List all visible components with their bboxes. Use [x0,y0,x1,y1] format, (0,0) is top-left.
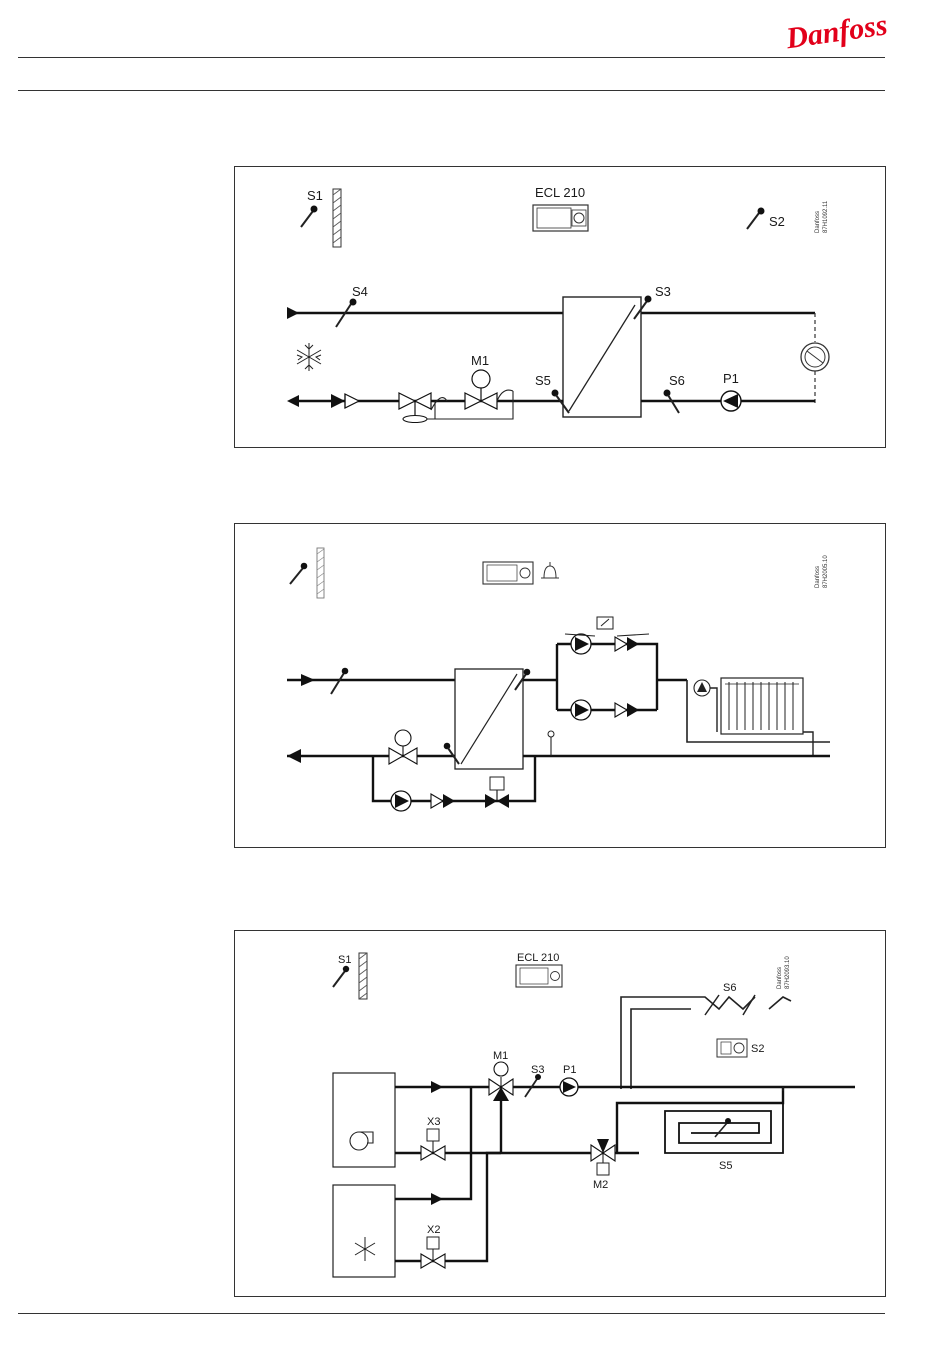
chiller-unit [333,1185,395,1277]
drawing-code-brand: Danfoss [815,211,821,233]
room-sensor-s2 [747,208,765,230]
mixing-valve-m1 [489,1062,513,1101]
danfoss-logo: Danfoss [782,8,890,52]
outdoor-sensor [290,563,307,584]
check-valve-icon [331,394,359,408]
svg-text:Danfoss: Danfoss [783,8,889,52]
return-arrow-icon [287,395,299,407]
pump-lower [571,700,591,720]
heat-exchanger-icon [455,669,523,769]
drawing-code-number: 87H1092.11 [823,200,829,233]
bypass-check-valve [431,794,455,808]
pump-p1 [560,1078,578,1096]
controller-icon [516,965,562,987]
outdoor-sensor-s1 [333,966,349,987]
label-p1: P1 [563,1064,576,1076]
label-m1: M1 [493,1050,508,1062]
label-m2: M2 [593,1179,608,1191]
controller-label: ECL 210 [517,952,559,964]
floor-heating-coil [639,1087,783,1153]
mixing-valve-m2 [591,1139,615,1175]
label-s3: S3 [531,1064,544,1076]
drawing-code-brand: Danfoss [777,967,783,989]
drawing-code-number: 87H2005.10 [823,555,829,588]
flow-arrow-icon [301,674,315,686]
boiler-unit [333,1073,395,1167]
check-valve-lower [615,703,639,717]
footer-rule [18,1313,885,1314]
pump-switch-icon [565,617,649,636]
label-s5: S5 [719,1160,732,1172]
pump-p1 [721,391,741,411]
wall-icon [359,953,367,999]
flow-arrow-icon [287,307,299,319]
controller-label: ECL 210 [535,185,585,200]
label-x3: X3 [427,1116,440,1128]
consumer-unit-icon [801,343,829,371]
label-s1: S1 [338,954,351,966]
label-s1: S1 [307,188,323,203]
bypass-pump [391,791,411,811]
valve-x2 [421,1237,445,1268]
pump-upper [571,634,591,654]
diagram-2: Danfoss 87H2005.10 [234,523,886,848]
return-arrow-icon [287,749,301,763]
drawing-code-number: 87H2093.10 [785,956,791,989]
wall-icon [317,548,324,598]
snowflake-icon [297,343,321,371]
label-s2: S2 [769,214,785,229]
label-x2: X2 [427,1224,440,1236]
label-s5: S5 [535,373,551,388]
motorized-valve [389,730,417,764]
diagram-1: S1 ECL 210 S2 Danfoss 87H1092.11 S4 S3 [234,166,886,448]
controller-icon [483,562,533,584]
sensor-s3 [525,1074,541,1097]
valve-x3 [421,1129,445,1160]
header-rule-top [18,57,885,58]
pressure-sensor-icon [548,731,554,756]
safety-thermostat-icon [694,680,710,696]
radiator-icon [721,678,803,734]
header-rule-bottom [18,90,885,91]
room-panel-s2 [717,1039,747,1057]
label-s3: S3 [655,284,671,299]
label-s6: S6 [723,982,736,994]
bell-icon [541,562,559,578]
sensor-s5 [715,1118,731,1137]
drawing-code-brand: Danfoss [815,566,821,588]
heat-exchanger-icon [563,297,641,417]
controller-icon [533,205,588,231]
label-m1: M1 [471,353,489,368]
label-p1: P1 [723,371,739,386]
wall-icon [333,189,341,247]
motorized-valve-m1 [465,370,513,409]
check-valve-upper [615,637,639,651]
label-s6: S6 [669,373,685,388]
bypass-motor-valve [485,777,509,808]
outdoor-sensor-s1 [301,206,318,228]
diagram-3: S1 ECL 210 Danfoss 87H2093.10 S6 S2 [234,930,886,1297]
label-s4: S4 [352,284,368,299]
label-s2: S2 [751,1043,764,1055]
